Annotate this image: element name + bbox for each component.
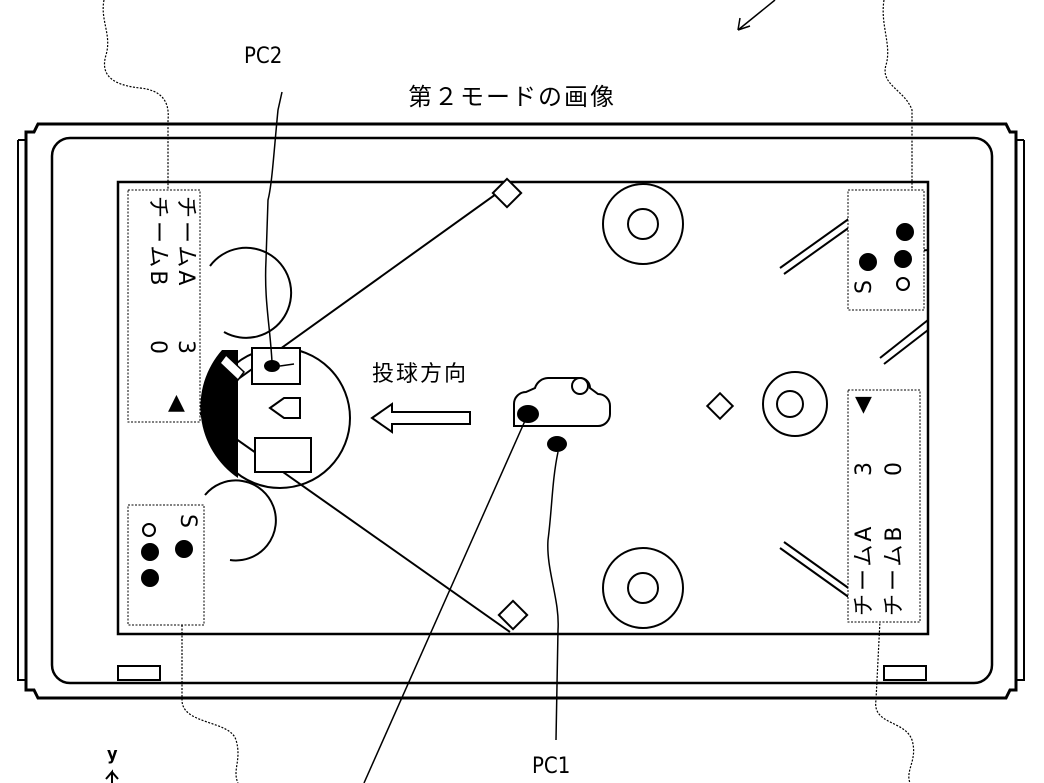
pointer-line-pitcher bbox=[364, 414, 528, 783]
scoreboard-right-marker: ▼ bbox=[855, 394, 872, 416]
arc-upper bbox=[210, 248, 291, 338]
counter-bottom-left-label: S bbox=[176, 514, 198, 528]
leader-line-top-right bbox=[883, 0, 912, 190]
target-bottom bbox=[603, 548, 683, 628]
leader-line-bottom-left bbox=[182, 625, 238, 783]
zoom-circle bbox=[175, 345, 350, 495]
pc1-label: PC1 bbox=[532, 756, 570, 778]
field-line-lower bbox=[195, 410, 510, 632]
leader-arrow-top bbox=[738, 0, 775, 30]
leader-line-bottom-right bbox=[876, 620, 914, 783]
pitch-direction-label: 投球方向 bbox=[372, 364, 468, 386]
scoreboard-right-score-b: 0 bbox=[884, 459, 906, 476]
scoreboard-left-score-a: 3 bbox=[174, 340, 196, 357]
axis-y-label: y bbox=[107, 746, 118, 764]
scoreboard-right-team-b: チームB bbox=[884, 524, 906, 616]
axis-y-arrow bbox=[106, 772, 118, 783]
scoreboard-right-score-a: 3 bbox=[854, 459, 876, 476]
target-right bbox=[763, 372, 827, 436]
scoreboard-left-team-b: チームB bbox=[146, 196, 168, 288]
diamond-marker bbox=[707, 393, 732, 418]
arc-lower bbox=[205, 480, 276, 560]
pitcher-character bbox=[514, 378, 610, 452]
scoreboard-left-score-b: 0 bbox=[146, 340, 168, 357]
scoreboard-left-marker: ▲ bbox=[168, 392, 185, 414]
base-marker-bottom bbox=[499, 601, 527, 629]
figure-title: 第２モードの画像 bbox=[408, 85, 616, 109]
target-top bbox=[603, 184, 683, 264]
leader-line-top-left bbox=[103, 0, 168, 190]
pc2-pointer-line bbox=[266, 92, 282, 362]
scoreboard-right-team-a: チームA bbox=[854, 524, 876, 616]
pc2-label: PC2 bbox=[244, 46, 282, 68]
pitch-direction-arrow bbox=[372, 404, 470, 432]
scoreboard-left-team-a: チームA bbox=[174, 196, 196, 288]
counter-top-right-label: S bbox=[854, 280, 876, 294]
